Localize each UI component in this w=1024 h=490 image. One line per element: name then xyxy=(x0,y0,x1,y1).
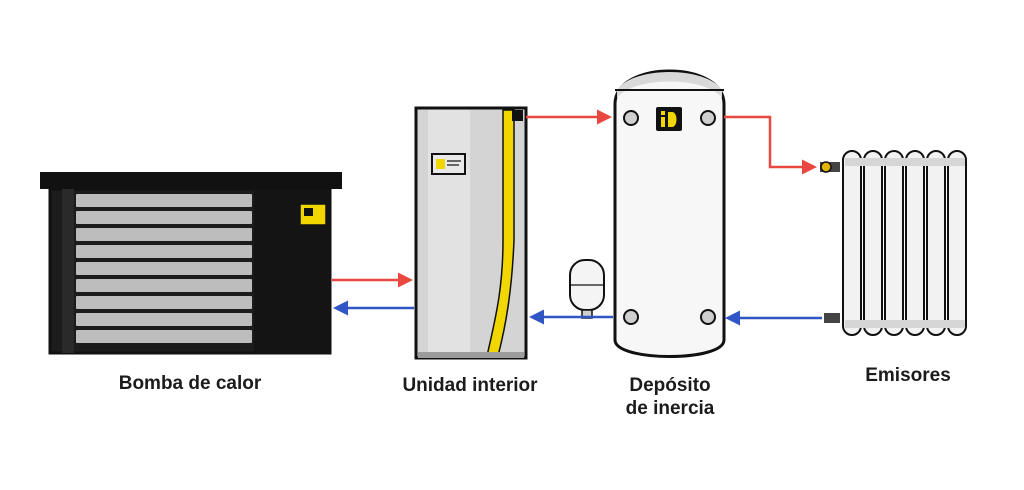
heat-pump-fan-grille xyxy=(76,194,252,343)
buffer-tank-top-cap xyxy=(617,72,722,98)
radiator xyxy=(820,150,967,336)
label-emitters: Emisores xyxy=(865,365,951,386)
indoor-unit xyxy=(414,106,528,360)
heat-pump-side-panel xyxy=(62,189,74,353)
radiator-bottom-manifold xyxy=(845,320,965,328)
buffer-tank xyxy=(613,69,726,358)
label-buffer-tank-line1: Depósito xyxy=(629,375,711,396)
supply-pipe-tank-to-radiator xyxy=(724,115,817,175)
radiator-outlet-valve xyxy=(824,313,840,323)
indoor-unit-display xyxy=(431,153,466,175)
indoor-unit-front-highlight xyxy=(428,110,470,356)
radiator-top-manifold xyxy=(845,158,965,166)
buffer-tank-ports xyxy=(623,110,716,325)
label-indoor-unit: Unidad interior xyxy=(402,375,538,396)
heat-pump-unit xyxy=(40,172,342,355)
heat-pump-logo-badge xyxy=(299,203,327,226)
label-heat-pump: Bomba de calor xyxy=(118,373,262,394)
buffer-tank-logo xyxy=(656,107,682,131)
label-buffer-tank-line2: de inercia xyxy=(625,398,715,419)
radiator-inlet-valve xyxy=(820,161,840,173)
indoor-unit-base xyxy=(418,352,524,358)
expansion-vessel xyxy=(569,259,605,319)
indoor-unit-logo-badge xyxy=(512,110,523,121)
heat-pump-top-lid xyxy=(40,172,342,189)
label-buffer-tank: Depósito de inercia xyxy=(590,374,750,420)
